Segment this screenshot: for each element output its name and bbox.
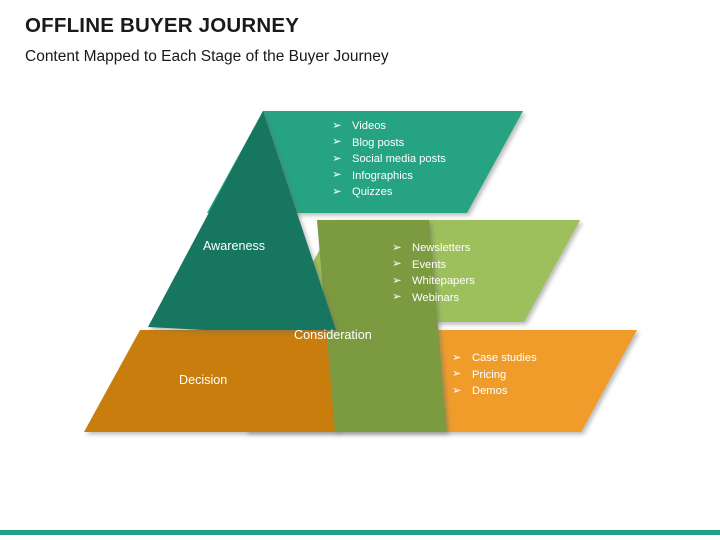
arrow-bullet-icon: ➢ <box>452 351 462 364</box>
arrow-bullet-icon: ➢ <box>332 119 342 132</box>
list-item: ➢ Pricing <box>452 367 537 384</box>
list-item: ➢ Events <box>392 257 475 274</box>
awareness-body <box>148 111 336 330</box>
stage-shape-consideration[interactable] <box>280 220 580 432</box>
arrow-bullet-icon: ➢ <box>332 185 342 198</box>
page-subtitle: Content Mapped to Each Stage of the Buye… <box>25 48 389 65</box>
arrow-bullet-icon: ➢ <box>452 368 462 381</box>
list-item: ➢ Case studies <box>452 350 537 367</box>
arrow-bullet-icon: ➢ <box>332 169 342 182</box>
content-list-decision: ➢ Case studies ➢ Pricing ➢ Demos <box>452 350 537 400</box>
list-item-label: Whitepapers <box>412 275 475 288</box>
arrow-bullet-icon: ➢ <box>332 136 342 149</box>
list-item: ➢ Webinars <box>392 290 475 307</box>
decision-body <box>84 330 392 432</box>
list-item-label: Blog posts <box>352 136 405 149</box>
content-list-awareness: ➢ Videos ➢ Blog posts ➢ Social media posts ➢ In… <box>332 118 446 201</box>
arrow-bullet-icon: ➢ <box>392 291 402 304</box>
arrow-bullet-icon: ➢ <box>452 384 462 397</box>
list-item: ➢ Quizzes <box>332 184 446 201</box>
list-item-label: Webinars <box>412 291 460 304</box>
list-item: ➢ Newsletters <box>392 240 475 257</box>
stage-shape-awareness[interactable] <box>148 111 523 330</box>
list-item: ➢ Demos <box>452 383 537 400</box>
arrow-bullet-icon: ➢ <box>392 241 402 254</box>
list-item-label: Videos <box>352 120 387 132</box>
consideration-body <box>317 220 447 432</box>
arrow-bullet-icon: ➢ <box>332 152 342 165</box>
arrow-bullet-icon: ➢ <box>392 274 402 287</box>
footer-accent-bar <box>0 530 720 535</box>
list-item-label: Pricing <box>472 368 507 381</box>
content-list-consideration: ➢ Newsletters ➢ Events ➢ Whitepapers ➢ Webinars <box>392 240 475 306</box>
list-item-label: Quizzes <box>352 186 393 199</box>
list-item-label: Infographics <box>352 169 413 182</box>
list-item-label: Case studies <box>472 352 537 364</box>
arrow-bullet-icon: ➢ <box>392 258 402 271</box>
list-item: ➢ Social media posts <box>332 151 446 168</box>
list-item: ➢ Blog posts <box>332 135 446 152</box>
list-item: ➢ Infographics <box>332 168 446 185</box>
list-item-label: Demos <box>472 385 508 398</box>
page-title: OFFLINE BUYER JOURNEY <box>25 14 300 37</box>
list-item-label: Newsletters <box>412 242 471 254</box>
list-item: ➢ Whitepapers <box>392 273 475 290</box>
list-item-label: Events <box>412 258 447 271</box>
list-item-label: Social media posts <box>352 153 446 166</box>
list-item: ➢ Videos <box>332 118 446 135</box>
